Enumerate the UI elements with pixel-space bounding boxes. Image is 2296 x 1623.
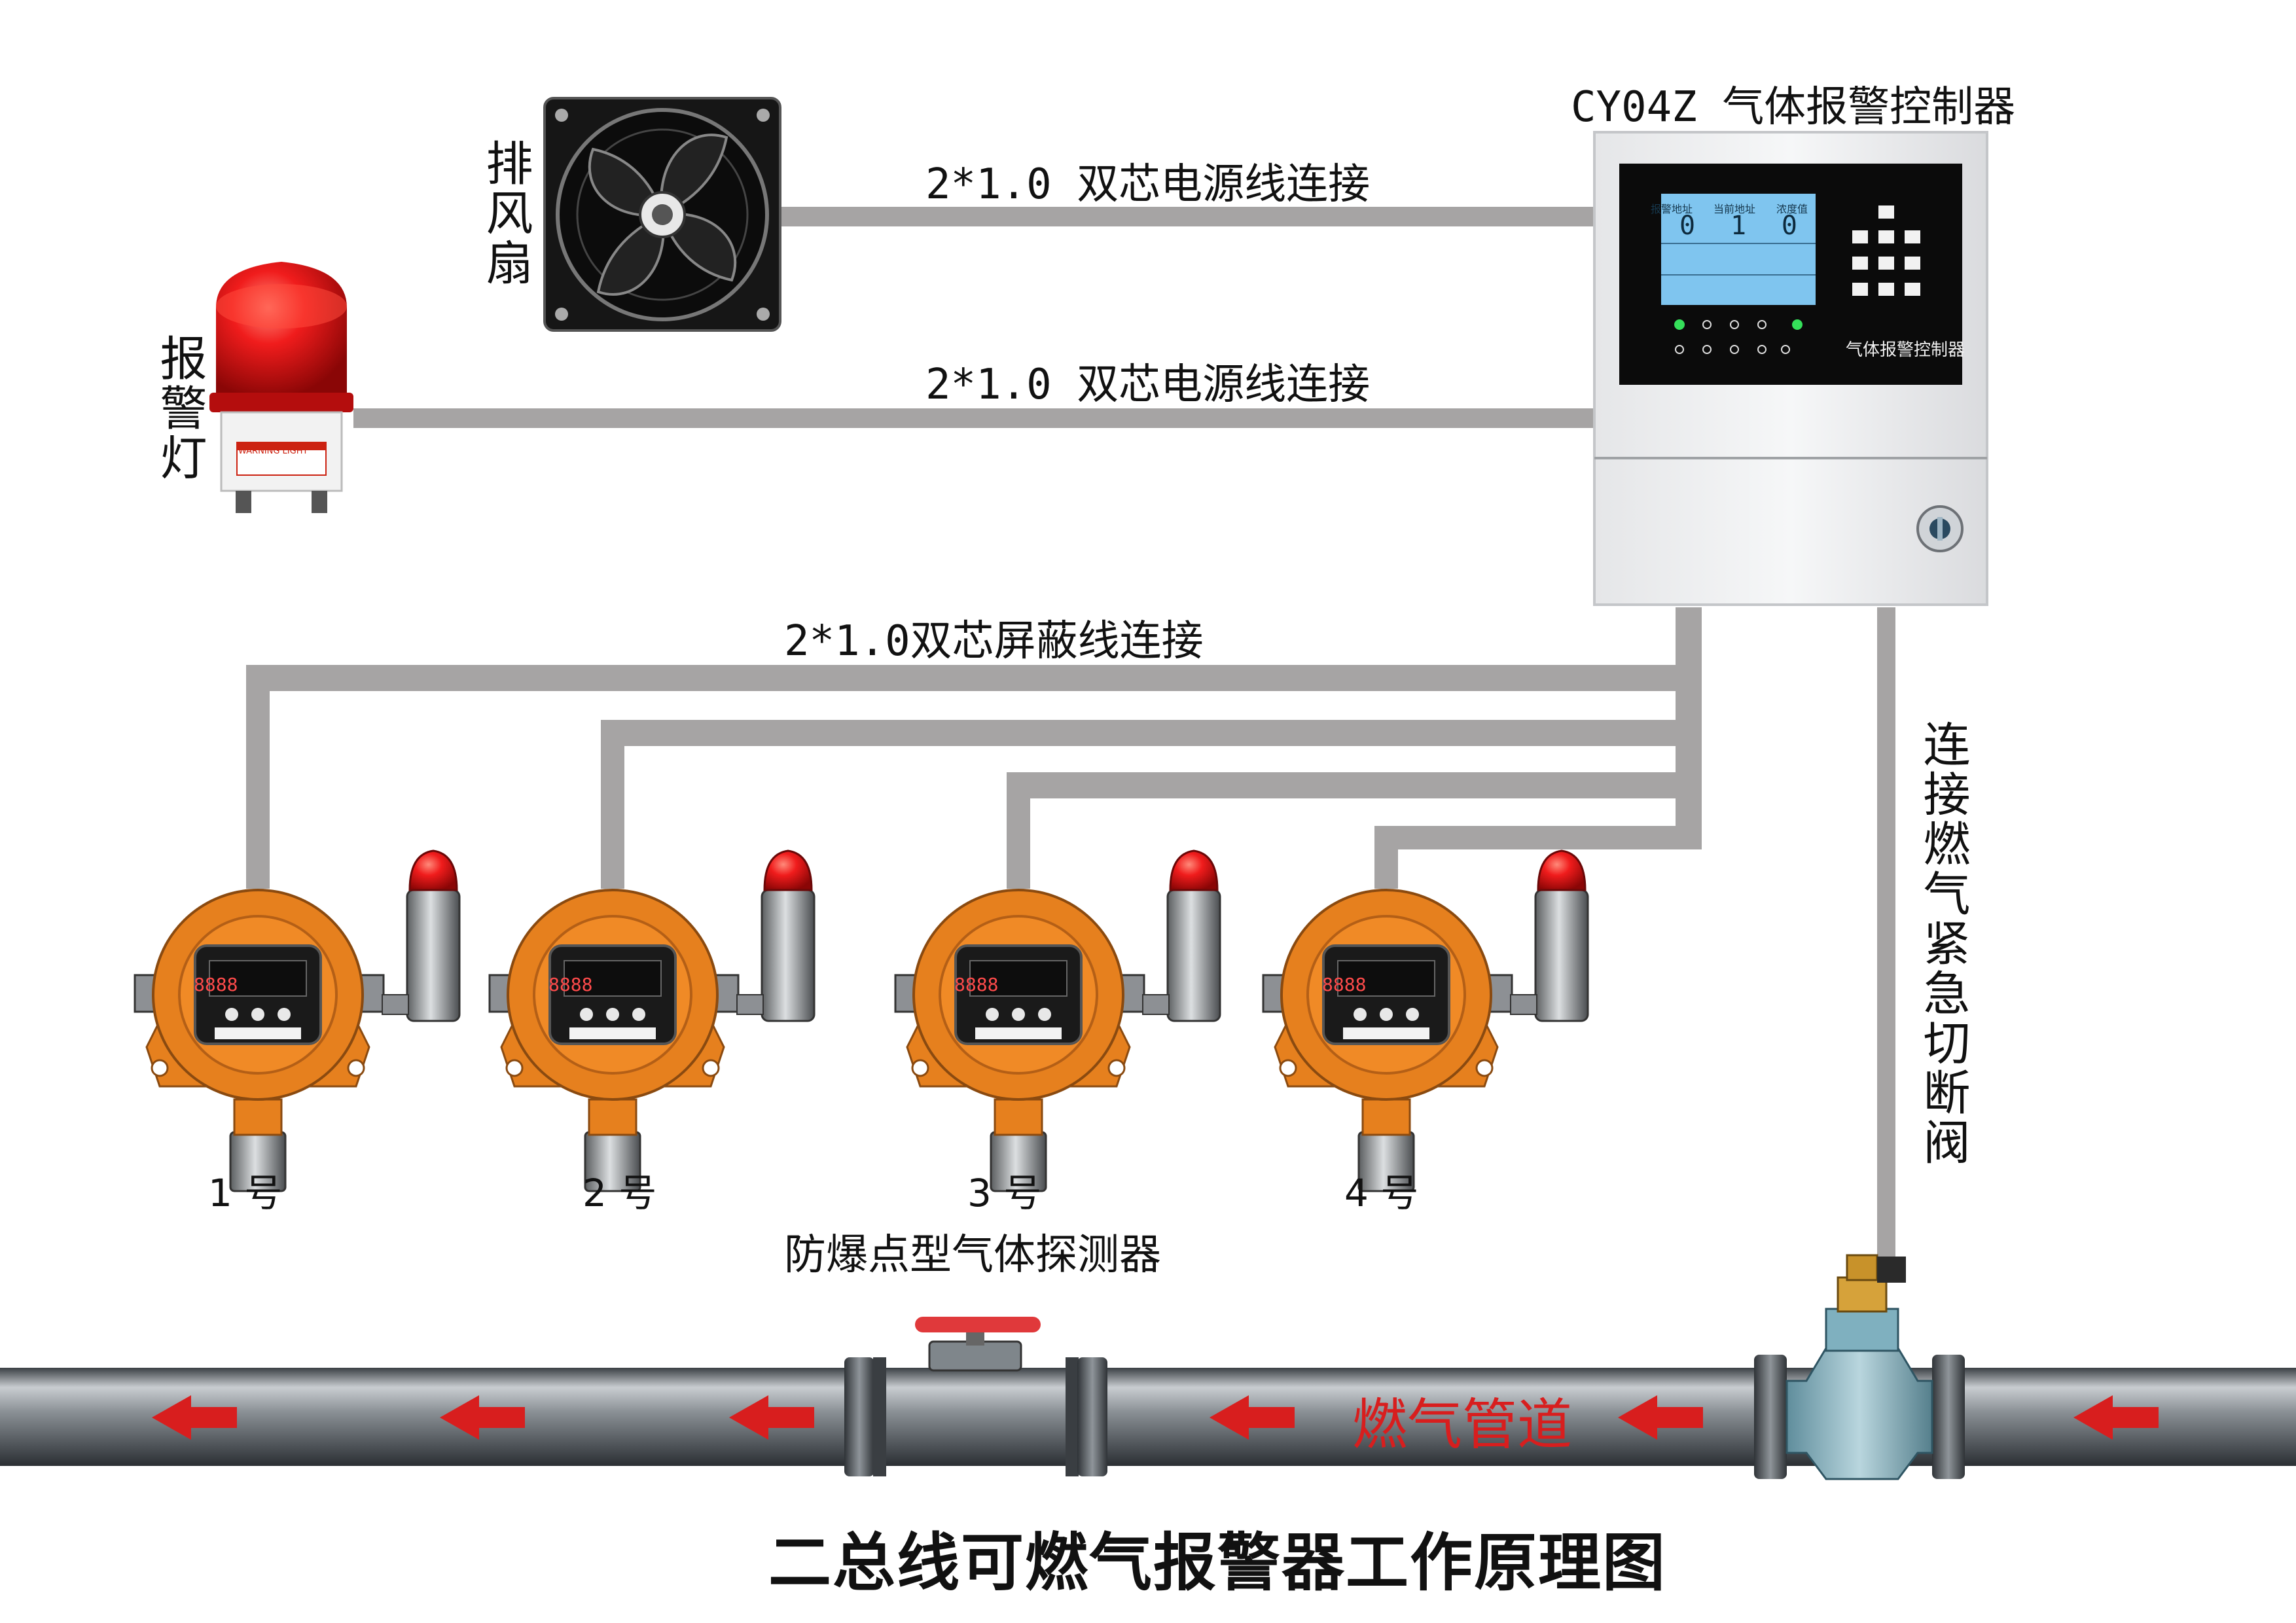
controller-lcd xyxy=(1661,194,1816,305)
warning-light xyxy=(209,262,353,513)
detector-3-wire xyxy=(1007,772,1702,889)
detector-4-wire xyxy=(1374,826,1702,889)
detector-2-label: 2 号 xyxy=(583,1171,657,1215)
controller-title: CY04Z 气体报警控制器 xyxy=(1571,83,2016,132)
lcd-value-alarm-address: 0 xyxy=(1679,211,1696,241)
detector-1-display: 8888 xyxy=(194,974,238,995)
pipe-flanges xyxy=(844,1355,1965,1479)
lcd-values: 0 1 0 xyxy=(1679,211,1797,241)
detector-2-display: 8888 xyxy=(548,974,593,995)
diagram-title: 二总线可燃气报警器工作原理图 xyxy=(768,1525,1666,1599)
controller-panel-text: 气体报警控制器 xyxy=(1846,340,1965,360)
lcd-headers: 报警地址 当前地址 浓度值 xyxy=(1651,200,1808,216)
detector-4-display: 8888 xyxy=(1322,974,1367,995)
lcd-header-current-address: 当前地址 xyxy=(1713,203,1755,215)
light-wire xyxy=(353,408,1600,428)
exhaust-fan xyxy=(543,97,781,332)
fan-wire-label: 2*1.0 双芯电源线连接 xyxy=(925,160,1371,209)
lcd-value-current-address: 1 xyxy=(1730,211,1747,241)
lcd-value-concentration: 0 xyxy=(1781,211,1797,241)
detector-2 xyxy=(488,849,816,1192)
detector-3-display: 8888 xyxy=(954,974,999,995)
emergency-shutoff-valve xyxy=(1785,1254,1933,1480)
wires xyxy=(246,207,1895,1258)
lcd-header-concentration: 浓度值 xyxy=(1776,203,1808,215)
exhaust-fan-label: 排风扇 xyxy=(478,139,533,288)
warning-light-label: 报警灯 xyxy=(152,334,207,483)
fan-wire xyxy=(779,207,1600,226)
detector-1 xyxy=(134,849,461,1192)
detector-wire-label: 2*1.0双芯屏蔽线连接 xyxy=(784,617,1204,666)
detector-4-label: 4 号 xyxy=(1344,1171,1419,1215)
lcd-header-alarm-address: 报警地址 xyxy=(1651,203,1693,215)
valve-wire xyxy=(1877,607,1895,1258)
ball-valve xyxy=(928,1340,1022,1372)
detector-4 xyxy=(1262,849,1589,1192)
detectors-caption: 防爆点型气体探测器 xyxy=(784,1231,1161,1279)
valve-handle xyxy=(915,1317,1041,1332)
detector-1-wire xyxy=(246,665,1702,889)
warning-light-plate: WARNING LIGHT xyxy=(238,446,308,456)
fan-blades-icon xyxy=(588,134,737,296)
alarm-controller xyxy=(1593,131,1988,606)
gas-pipe xyxy=(0,1254,2296,1480)
light-wire-label: 2*1.0 双芯电源线连接 xyxy=(925,361,1371,409)
detector-3 xyxy=(894,849,1221,1192)
detector-1-label: 1 号 xyxy=(208,1171,283,1215)
gas-pipe-label: 燃气管道 xyxy=(1352,1393,1573,1457)
detector-3-label: 3 号 xyxy=(967,1171,1042,1215)
valve-connection-label: 连接燃气紧急切断阀 xyxy=(1915,720,1970,1168)
detector-2-wire xyxy=(601,720,1702,889)
